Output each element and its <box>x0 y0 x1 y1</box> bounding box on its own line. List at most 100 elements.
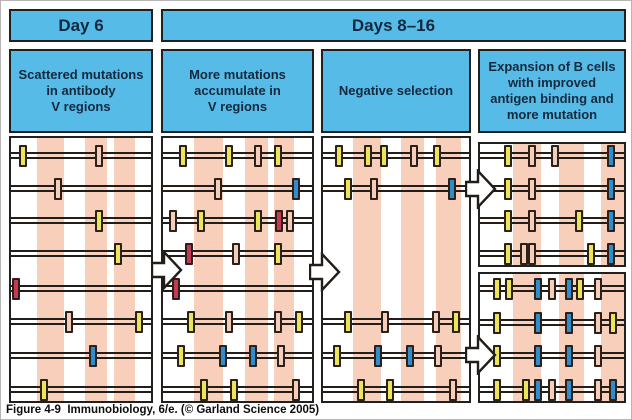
figure-caption: Figure 4-9 Immunobiology, 6/e. (© Garlan… <box>6 404 320 416</box>
mutation-mark-yellow <box>333 345 341 367</box>
v-region-line <box>163 352 312 359</box>
mutation-mark-blue <box>534 278 542 300</box>
mutation-mark-yellow <box>40 379 48 401</box>
mutation-mark-yellow <box>493 312 501 334</box>
mutation-mark-blue <box>565 278 573 300</box>
mutation-mark-yellow <box>295 311 303 333</box>
hypervariable-region-stripe <box>245 138 268 401</box>
v-region-line <box>480 352 624 359</box>
mutation-mark-pink <box>169 210 177 232</box>
mutation-mark-blue <box>292 178 300 200</box>
v-region-line <box>11 152 151 159</box>
mutation-mark-blue <box>89 345 97 367</box>
mutation-mark-pink <box>520 243 528 265</box>
hypervariable-region-stripe <box>559 144 584 265</box>
v-region-line <box>480 250 624 257</box>
flow-arrow-icon <box>309 252 341 292</box>
hypervariable-region-stripe <box>114 138 135 401</box>
mutation-mark-pink <box>54 178 62 200</box>
mutation-mark-yellow <box>187 311 195 333</box>
v-region-line <box>11 250 151 257</box>
mutation-mark-red <box>172 278 180 300</box>
mutation-mark-blue <box>607 145 615 167</box>
mutation-mark-yellow <box>274 243 282 265</box>
mutation-mark-pink <box>528 145 536 167</box>
hypervariable-region-stripe <box>601 144 624 265</box>
mutation-mark-yellow <box>179 145 187 167</box>
v-region-line <box>323 352 469 359</box>
v-region-line <box>163 185 312 192</box>
day6-banner: Day 6 <box>9 9 153 42</box>
panel-more-mutations <box>161 136 314 403</box>
mutation-mark-yellow <box>114 243 122 265</box>
mutation-mark-blue <box>609 379 617 401</box>
mutation-mark-yellow <box>230 379 238 401</box>
mutation-mark-yellow <box>493 379 501 401</box>
mutation-mark-yellow <box>504 210 512 232</box>
column-header-negative-selection: Negative selection <box>321 49 471 133</box>
v-region-line <box>11 185 151 192</box>
mutation-mark-pink <box>274 311 282 333</box>
mutation-mark-yellow <box>254 210 262 232</box>
mutation-mark-yellow <box>505 278 513 300</box>
mutation-mark-red <box>12 278 20 300</box>
mutation-mark-pink <box>292 379 300 401</box>
mutation-mark-pink <box>410 145 418 167</box>
mutation-mark-pink <box>95 145 103 167</box>
mutation-mark-pink <box>551 145 559 167</box>
v-region-line <box>480 185 624 192</box>
mutation-mark-yellow <box>522 379 530 401</box>
mutation-mark-pink <box>528 210 536 232</box>
mutation-mark-blue <box>565 345 573 367</box>
mutation-mark-blue <box>249 345 257 367</box>
mutation-mark-pink <box>214 178 222 200</box>
mutation-mark-blue <box>219 345 227 367</box>
hypervariable-region-stripe <box>274 138 294 401</box>
mutation-mark-pink <box>548 278 556 300</box>
v-region-line <box>323 318 469 325</box>
mutation-mark-yellow <box>344 311 352 333</box>
mutation-mark-pink <box>594 345 602 367</box>
mutation-mark-yellow <box>95 210 103 232</box>
v-region-line <box>163 152 312 159</box>
mutation-mark-pink <box>594 379 602 401</box>
column-header-scattered-mutations: Scattered mutations in antibody V region… <box>9 49 153 133</box>
v-region-line <box>323 185 469 192</box>
mutation-mark-yellow <box>357 379 365 401</box>
panel-day6-scattered-mutations <box>9 136 153 403</box>
mutation-mark-pink <box>232 243 240 265</box>
mutation-mark-red <box>275 210 283 232</box>
v-region-line <box>11 285 151 292</box>
mutation-mark-yellow <box>274 145 282 167</box>
mutation-mark-yellow <box>493 278 501 300</box>
mutation-mark-yellow <box>587 243 595 265</box>
hypervariable-region-stripe <box>401 138 424 401</box>
hypervariable-region-stripe <box>601 274 624 401</box>
v-region-line <box>11 217 151 224</box>
mutation-mark-yellow <box>200 379 208 401</box>
hypervariable-region-stripe <box>85 138 107 401</box>
mutation-mark-pink <box>225 311 233 333</box>
flow-arrow-icon <box>465 169 497 209</box>
panel-expansion-top <box>478 142 626 267</box>
mutation-mark-blue <box>534 312 542 334</box>
mutation-mark-yellow <box>197 210 205 232</box>
flow-arrow-icon <box>465 335 497 375</box>
mutation-mark-yellow <box>609 312 617 334</box>
v-region-line <box>323 152 469 159</box>
mutation-mark-blue <box>565 312 573 334</box>
mutation-mark-yellow <box>344 178 352 200</box>
mutation-mark-pink <box>548 379 556 401</box>
mutation-mark-pink <box>449 379 457 401</box>
panel-expansion-bottom <box>478 272 626 403</box>
mutation-mark-blue <box>607 178 615 200</box>
mutation-mark-yellow <box>576 278 584 300</box>
mutation-mark-pink <box>381 311 389 333</box>
mutation-mark-yellow <box>335 145 343 167</box>
mutation-mark-blue <box>448 178 456 200</box>
mutation-mark-blue <box>534 345 542 367</box>
panel-negative-selection <box>321 136 471 403</box>
mutation-mark-blue <box>607 243 615 265</box>
mutation-mark-blue <box>534 379 542 401</box>
